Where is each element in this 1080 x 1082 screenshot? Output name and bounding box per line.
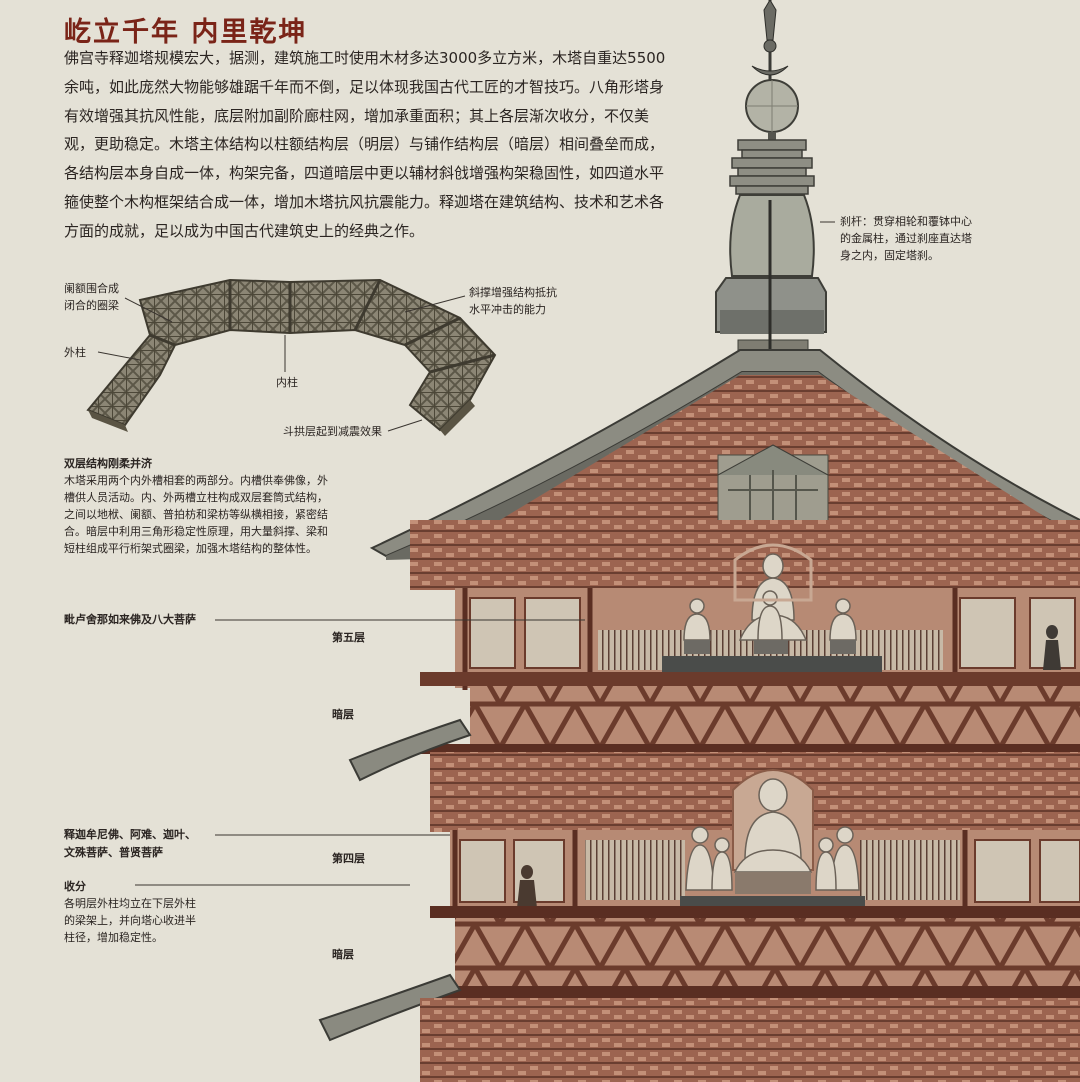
leader-lines — [97, 221, 835, 886]
label-floor4: 第四层 — [332, 852, 365, 865]
callout-outer-column: 外柱 — [64, 346, 86, 359]
label-dark-layer-4: 暗层 — [332, 948, 354, 961]
callout-dougong: 斗拱层起到减震效果 — [283, 425, 382, 438]
label-floor5-buddhas: 毗卢舍那如来佛及八大菩萨 — [64, 613, 196, 626]
label-floor4-buddhas: 释迦牟尼佛、阿难、迦叶、 文殊菩萨、普贤菩萨 — [64, 828, 196, 859]
callout-inner-column: 内柱 — [276, 376, 298, 389]
page-title: 屹立千年 内里乾坤 — [64, 17, 308, 48]
shoufen-title: 收分 — [64, 880, 86, 893]
double-layer-text: 木塔采用两个内外槽相套的两部分。内槽供奉佛像，外槽供人员活动。内、外两槽立柱构成… — [64, 474, 328, 555]
callout-ring-beam: 阑额围合成 闭合的圈梁 — [64, 282, 119, 312]
label-floor5: 第五层 — [332, 631, 365, 644]
fifth-floor-section — [410, 520, 1080, 690]
label-dark-layer-5: 暗层 — [332, 708, 354, 721]
double-layer-title: 双层结构刚柔并济 — [64, 457, 152, 470]
shoufen-text: 各明层外柱均立在下层外柱 的梁架上，并向塔心收进半 柱径，增加稳定性。 — [64, 897, 196, 944]
spire-finial — [715, 0, 827, 420]
dark-layer-upper — [348, 672, 1080, 782]
intro-paragraph: 佛宫寺释迦塔规模宏大，据测，建筑施工时使用木材多达3000多立方米，木塔自重达5… — [64, 49, 666, 240]
structural-frame-drawing — [86, 278, 497, 436]
shoufen-note: 收分 各明层外柱均立在下层外柱 的梁架上，并向塔心收进半 柱径，增加稳定性。 — [64, 878, 264, 946]
callout-bracing: 斜撑增强结构抵抗 水平冲击的能力 — [469, 286, 557, 316]
fourth-floor-section — [430, 752, 1080, 915]
callout-spire-note: 刹杆：贯穿相轮和覆钵中心 的金属柱，通过刹座直达塔 身之内，固定塔刹。 — [840, 215, 972, 262]
roof-interior-structure — [500, 375, 1050, 526]
double-layer-note: 双层结构刚柔并济 木塔采用两个内外槽相套的两部分。内槽供奉佛像，外槽供人员活动。… — [64, 455, 330, 557]
dark-layer-lower — [318, 906, 1080, 1082]
